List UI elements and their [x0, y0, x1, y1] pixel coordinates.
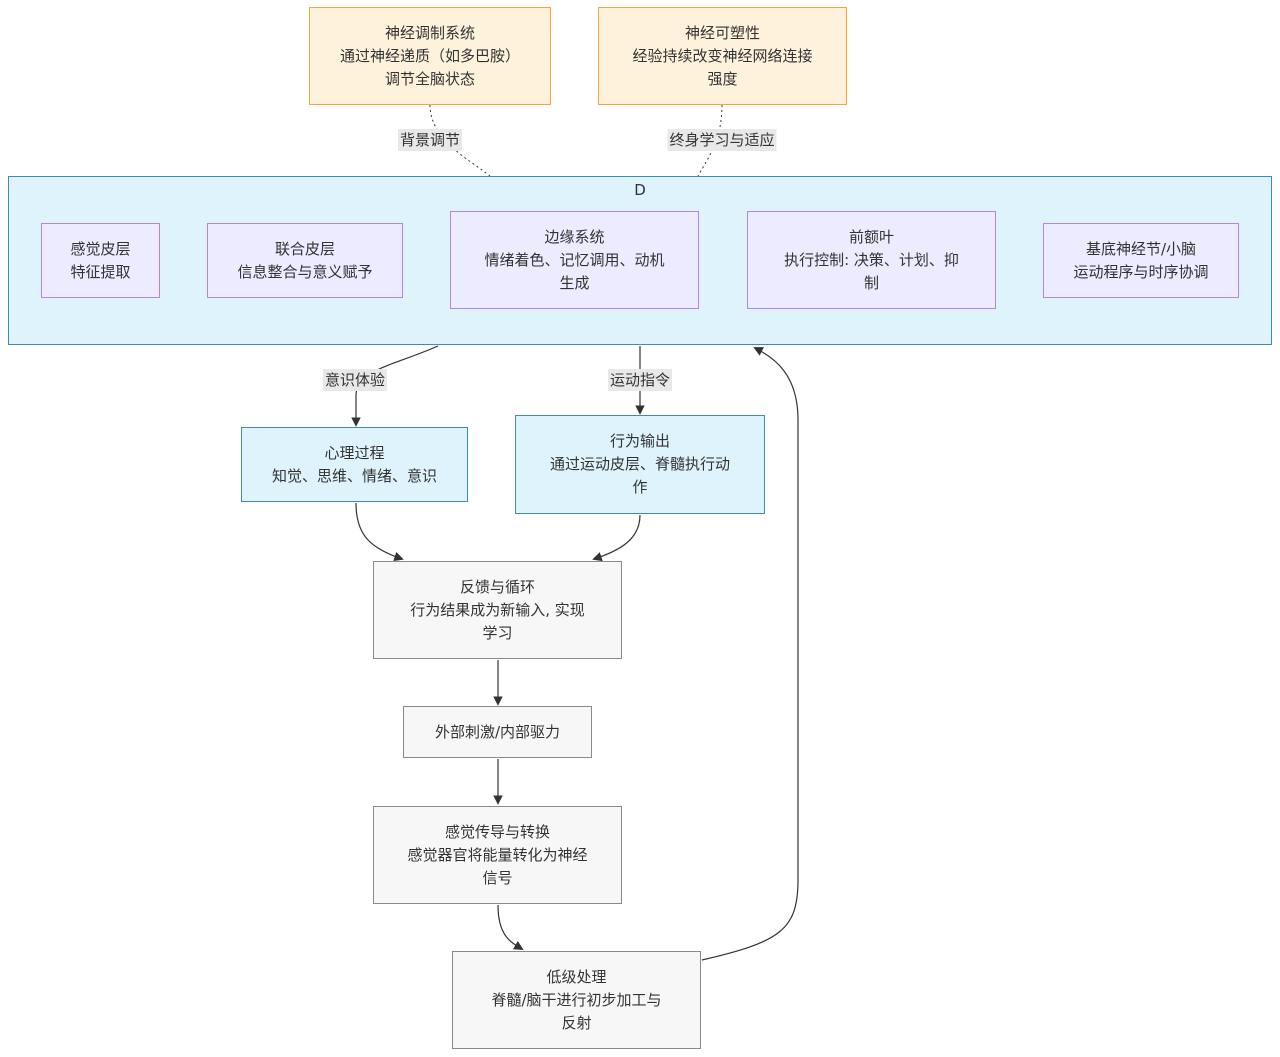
node-basal-ganglia-cerebellum[interactable]: 基底神经节/小脑 运动程序与时序协调 — [1043, 223, 1239, 298]
node-title: 行为输出 — [609, 432, 670, 450]
node-text: 知觉、思维、情绪、意识 — [271, 466, 437, 485]
node-text: 学习 — [482, 623, 513, 642]
edge-label-motor-command: 运动指令 — [607, 369, 673, 391]
node-title: 神经可塑性 — [684, 23, 760, 42]
node-text: 情绪着色、记忆调用、动机 — [484, 250, 665, 269]
cluster-title: D — [634, 181, 646, 199]
node-text: 脊髓/脑干进行初步加工与 — [491, 990, 662, 1009]
node-title: 前额叶 — [848, 227, 894, 246]
node-text: 反射 — [561, 1013, 592, 1032]
node-title: 神经调制系统 — [384, 23, 475, 42]
node-behavior-output[interactable]: 行为输出 通过运动皮层、脊髓执行动 作 — [515, 415, 765, 514]
edge-low-level-to-cluster — [701, 347, 799, 961]
node-text: 制 — [863, 273, 879, 292]
node-text: 作 — [632, 478, 648, 496]
edge-label-lifelong-learning: 终身学习与适应 — [667, 129, 777, 151]
node-text: 信号 — [482, 868, 513, 887]
node-title: 边缘系统 — [544, 227, 605, 246]
node-sensory-transduction[interactable]: 感觉传导与转换 感觉器官将能量转化为神经 信号 — [373, 806, 622, 904]
node-title: 外部刺激/内部驱力 — [434, 722, 561, 741]
node-feedback-loop[interactable]: 反馈与循环 行为结果成为新输入, 实现 学习 — [373, 561, 622, 659]
edge-behavior-output-to-feedback — [592, 514, 641, 562]
node-text: 调节全脑状态 — [384, 69, 475, 88]
node-low-level-processing[interactable]: 低级处理 脊髓/脑干进行初步加工与 反射 — [452, 951, 701, 1049]
node-text: 执行控制: 决策、计划、抑 — [784, 250, 959, 269]
node-text: 感觉器官将能量转化为神经 — [407, 845, 588, 864]
node-text: 生成 — [559, 273, 590, 292]
node-text: 通过运动皮层、脊髓执行动 — [549, 455, 730, 473]
edge-label-conscious-experience: 意识体验 — [322, 369, 388, 391]
node-mental-process[interactable]: 心理过程 知觉、思维、情绪、意识 — [241, 427, 468, 502]
node-prefrontal-cortex[interactable]: 前额叶 执行控制: 决策、计划、抑 制 — [747, 211, 996, 309]
node-sensory-cortex[interactable]: 感觉皮层 特征提取 — [41, 223, 160, 298]
node-text: 特征提取 — [70, 262, 131, 281]
node-neural-plasticity[interactable]: 神经可塑性 经验持续改变神经网络连接 强度 — [598, 7, 847, 105]
node-title: 低级处理 — [546, 967, 607, 986]
edge-neuromod-to-cluster — [429, 104, 491, 177]
node-text: 运动程序与时序协调 — [1073, 262, 1209, 281]
node-title: 感觉皮层 — [70, 239, 131, 258]
edge-plasticity-to-cluster — [697, 104, 723, 177]
node-title: 反馈与循环 — [459, 577, 535, 596]
node-text: 信息整合与意义赋予 — [237, 262, 373, 281]
node-title: 心理过程 — [324, 443, 385, 462]
node-association-cortex[interactable]: 联合皮层 信息整合与意义赋予 — [207, 223, 403, 298]
node-title: 联合皮层 — [274, 239, 335, 258]
node-external-stimulus[interactable]: 外部刺激/内部驱力 — [403, 706, 592, 758]
node-text: 强度 — [707, 69, 738, 88]
node-text: 通过神经递质（如多巴胺） — [339, 46, 520, 65]
edge-mental-process-to-feedback — [355, 502, 404, 562]
node-neuromodulation-system[interactable]: 神经调制系统 通过神经递质（如多巴胺） 调节全脑状态 — [309, 7, 551, 105]
edge-label-background-regulation: 背景调节 — [397, 129, 463, 151]
node-limbic-system[interactable]: 边缘系统 情绪着色、记忆调用、动机 生成 — [450, 211, 699, 309]
edge-transduction-to-low-level — [497, 904, 524, 950]
node-title: 基底神经节/小脑 — [1085, 239, 1197, 258]
node-text: 行为结果成为新输入, 实现 — [410, 600, 585, 619]
node-text: 经验持续改变神经网络连接 — [632, 46, 813, 65]
node-title: 感觉传导与转换 — [444, 822, 550, 841]
